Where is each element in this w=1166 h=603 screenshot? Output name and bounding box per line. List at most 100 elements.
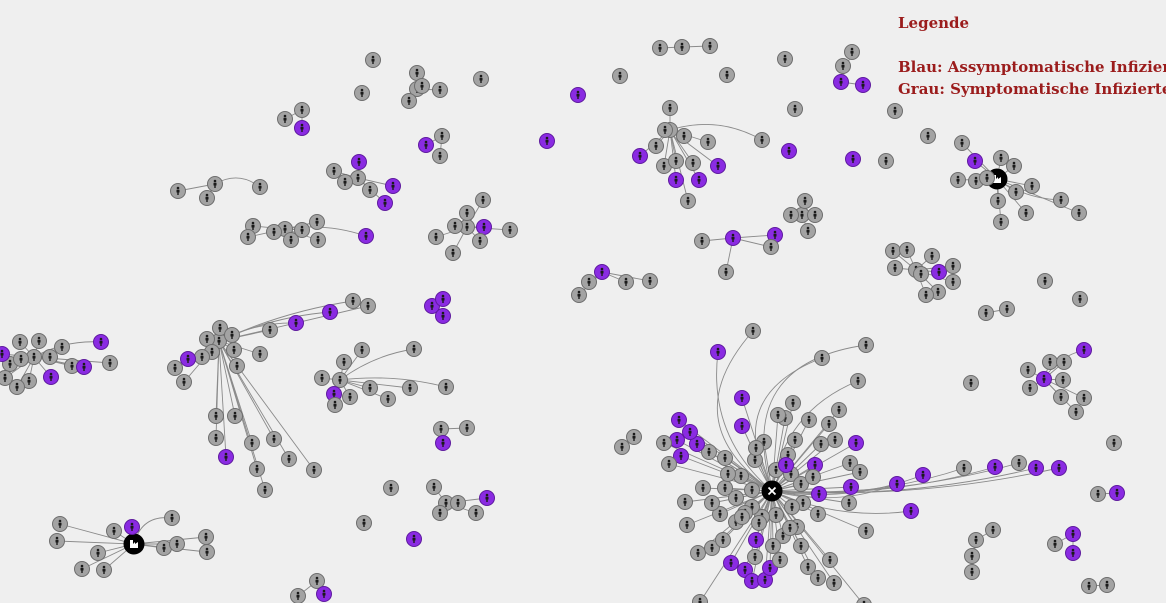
symptomatic-node[interactable] <box>13 351 29 367</box>
symptomatic-node[interactable] <box>262 322 278 338</box>
asymptomatic-node[interactable] <box>418 137 434 153</box>
symptomatic-node[interactable] <box>571 287 587 303</box>
symptomatic-node[interactable] <box>438 379 454 395</box>
symptomatic-node[interactable] <box>26 349 42 365</box>
symptomatic-node[interactable] <box>728 490 744 506</box>
hub-node[interactable] <box>761 480 783 502</box>
symptomatic-node[interactable] <box>748 440 764 456</box>
symptomatic-node[interactable] <box>164 510 180 526</box>
symptomatic-node[interactable] <box>614 439 630 455</box>
symptomatic-node[interactable] <box>199 544 215 560</box>
symptomatic-node[interactable] <box>459 205 475 221</box>
symptomatic-node[interactable] <box>964 548 980 564</box>
symptomatic-node[interactable] <box>1047 536 1063 552</box>
asymptomatic-node[interactable] <box>632 148 648 164</box>
symptomatic-node[interactable] <box>717 480 733 496</box>
symptomatic-node[interactable] <box>734 509 750 525</box>
symptomatic-node[interactable] <box>170 183 186 199</box>
symptomatic-node[interactable] <box>74 561 90 577</box>
symptomatic-node[interactable] <box>887 260 903 276</box>
symptomatic-node[interactable] <box>956 460 972 476</box>
symptomatic-node[interactable] <box>1024 178 1040 194</box>
symptomatic-node[interactable] <box>918 287 934 303</box>
symptomatic-node[interactable] <box>920 128 936 144</box>
symptomatic-node[interactable] <box>433 421 449 437</box>
symptomatic-node[interactable] <box>827 432 843 448</box>
symptomatic-node[interactable] <box>208 430 224 446</box>
symptomatic-node[interactable] <box>702 38 718 54</box>
symptomatic-node[interactable] <box>656 435 672 451</box>
symptomatic-node[interactable] <box>968 532 984 548</box>
asymptomatic-node[interactable] <box>1036 371 1052 387</box>
symptomatic-node[interactable] <box>852 464 868 480</box>
symptomatic-node[interactable] <box>199 190 215 206</box>
symptomatic-node[interactable] <box>676 128 692 144</box>
symptomatic-node[interactable] <box>365 52 381 68</box>
symptomatic-node[interactable] <box>930 284 946 300</box>
asymptomatic-node[interactable] <box>476 219 492 235</box>
symptomatic-node[interactable] <box>964 564 980 580</box>
symptomatic-node[interactable] <box>745 323 761 339</box>
symptomatic-node[interactable] <box>744 482 760 498</box>
symptomatic-node[interactable] <box>49 533 65 549</box>
symptomatic-node[interactable] <box>954 135 970 151</box>
symptomatic-node[interactable] <box>719 67 735 83</box>
symptomatic-node[interactable] <box>807 207 823 223</box>
symptomatic-node[interactable] <box>1006 158 1022 174</box>
asymptomatic-node[interactable] <box>294 120 310 136</box>
symptomatic-node[interactable] <box>765 538 781 554</box>
symptomatic-node[interactable] <box>309 214 325 230</box>
symptomatic-node[interactable] <box>426 479 442 495</box>
asymptomatic-node[interactable] <box>710 158 726 174</box>
symptomatic-node[interactable] <box>169 536 185 552</box>
symptomatic-node[interactable] <box>362 380 378 396</box>
symptomatic-node[interactable] <box>793 538 809 554</box>
symptomatic-node[interactable] <box>1042 354 1058 370</box>
symptomatic-node[interactable] <box>797 193 813 209</box>
asymptomatic-node[interactable] <box>93 334 109 350</box>
symptomatic-node[interactable] <box>1008 184 1024 200</box>
symptomatic-node[interactable] <box>950 172 966 188</box>
symptomatic-node[interactable] <box>990 193 1006 209</box>
symptomatic-node[interactable] <box>102 355 118 371</box>
symptomatic-node[interactable] <box>692 594 708 603</box>
symptomatic-node[interactable] <box>194 349 210 365</box>
symptomatic-node[interactable] <box>31 333 47 349</box>
symptomatic-node[interactable] <box>887 103 903 119</box>
symptomatic-node[interactable] <box>227 408 243 424</box>
symptomatic-node[interactable] <box>858 523 874 539</box>
symptomatic-node[interactable] <box>1022 380 1038 396</box>
asymptomatic-node[interactable] <box>1109 485 1125 501</box>
symptomatic-node[interactable] <box>715 532 731 548</box>
symptomatic-node[interactable] <box>1018 205 1034 221</box>
symptomatic-node[interactable] <box>701 444 717 460</box>
symptomatic-node[interactable] <box>266 224 282 240</box>
asymptomatic-node[interactable] <box>435 291 451 307</box>
symptomatic-node[interactable] <box>345 293 361 309</box>
symptomatic-node[interactable] <box>468 505 484 521</box>
symptomatic-node[interactable] <box>226 342 242 358</box>
symptomatic-node[interactable] <box>257 482 273 498</box>
symptomatic-node[interactable] <box>782 520 798 536</box>
symptomatic-node[interactable] <box>704 495 720 511</box>
symptomatic-node[interactable] <box>770 407 786 423</box>
asymptomatic-node[interactable] <box>855 77 871 93</box>
asymptomatic-node[interactable] <box>124 519 140 535</box>
asymptomatic-node[interactable] <box>76 359 92 375</box>
asymptomatic-node[interactable] <box>848 435 864 451</box>
asymptomatic-node[interactable] <box>1065 545 1081 561</box>
symptomatic-node[interactable] <box>90 545 106 561</box>
symptomatic-node[interactable] <box>447 218 463 234</box>
symptomatic-node[interactable] <box>294 102 310 118</box>
asymptomatic-node[interactable] <box>710 344 726 360</box>
symptomatic-node[interactable] <box>685 155 701 171</box>
asymptomatic-node[interactable] <box>180 351 196 367</box>
symptomatic-node[interactable] <box>813 436 829 452</box>
symptomatic-node[interactable] <box>674 39 690 55</box>
symptomatic-node[interactable] <box>42 349 58 365</box>
symptomatic-node[interactable] <box>652 40 668 56</box>
symptomatic-node[interactable] <box>993 150 1009 166</box>
symptomatic-node[interactable] <box>432 148 448 164</box>
symptomatic-node[interactable] <box>310 232 326 248</box>
symptomatic-node[interactable] <box>690 545 706 561</box>
